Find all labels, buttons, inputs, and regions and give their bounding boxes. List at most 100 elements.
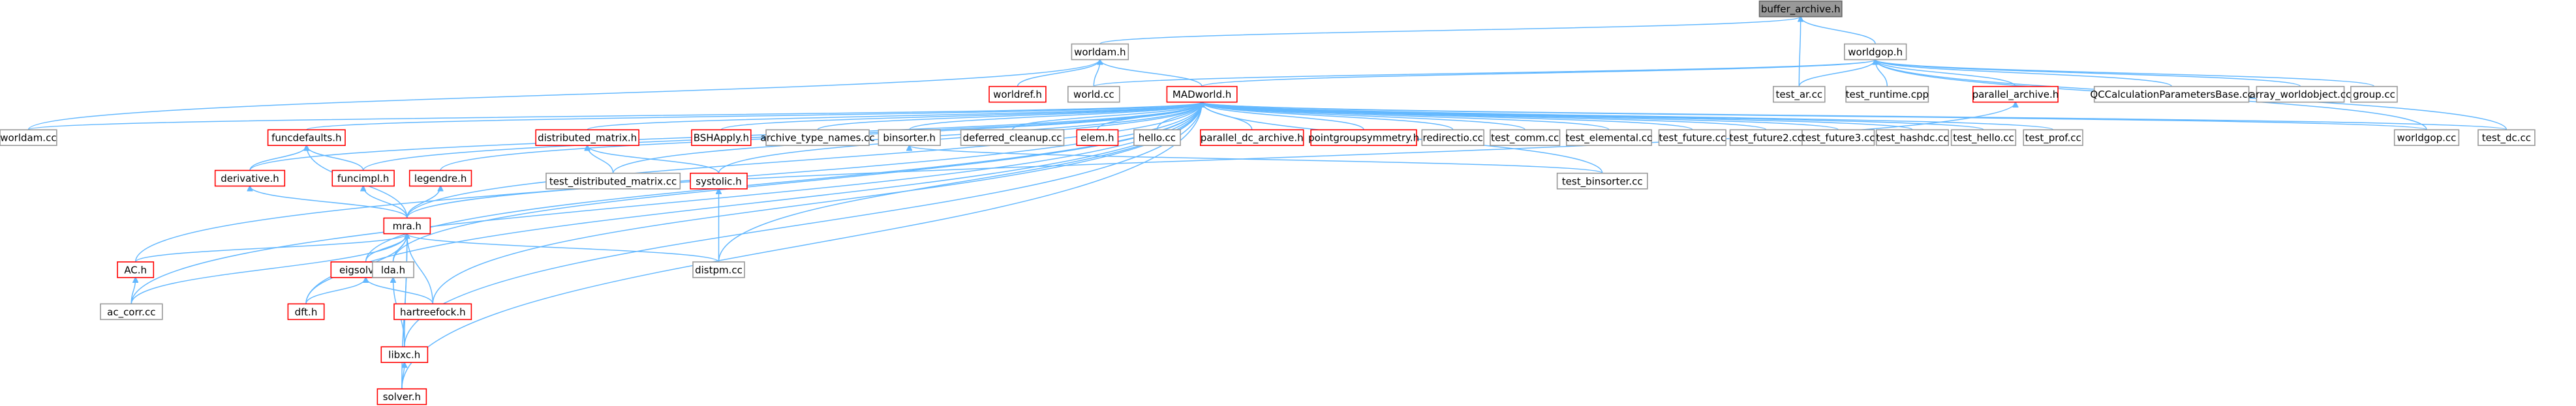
file-node-box — [1421, 129, 1484, 146]
file-node-label: mra.h — [393, 220, 422, 232]
file-node-binsorter[interactable]: binsorter.h — [878, 129, 941, 146]
file-node-systolic[interactable]: systolic.h — [690, 172, 748, 190]
file-node-label: array_worldobject.cc — [2250, 89, 2352, 101]
file-node-solver[interactable]: solver.h — [376, 388, 427, 405]
dependency-edge-libxc-solver — [401, 362, 405, 389]
file-node-bshapply[interactable]: BSHApply.h — [691, 129, 752, 146]
file-node-worldgop-cc[interactable]: worldgop.cc — [2393, 129, 2460, 146]
file-node-box — [1071, 43, 1129, 61]
file-node-group-cc[interactable]: group.cc — [2350, 85, 2398, 103]
file-node-test-distributed-matrix[interactable]: test_distributed_matrix.cc — [545, 172, 681, 190]
file-node-dft[interactable]: dft.h — [287, 303, 325, 321]
file-node-ac-h[interactable]: AC.h — [117, 261, 155, 278]
file-node-buffer-archive[interactable]: buffer_archive.h — [1758, 0, 1843, 18]
file-node-box — [1166, 85, 1238, 103]
file-node-parallel-dc-archive[interactable]: parallel_dc_archive.h — [1200, 129, 1304, 146]
dependency-edge-madworld-worldam-cc — [27, 102, 1202, 130]
dependency-edge-madworld-deferred-cleanup — [1011, 102, 1203, 130]
file-node-box — [1729, 129, 1803, 146]
dependency-edge-worldgop-qccalc — [1875, 60, 2172, 87]
dependency-edge-eigsolver-hartreefock — [366, 278, 434, 304]
file-node-funcdefaults[interactable]: funcdefaults.h — [267, 129, 346, 146]
file-node-redirectio[interactable]: redirectio.cc — [1421, 129, 1484, 146]
file-node-test-future2[interactable]: test_future2.cc — [1729, 129, 1803, 146]
dependency-edge-funcimpl-mra — [363, 186, 408, 218]
file-node-archive-type-names[interactable]: archive_type_names.cc — [761, 129, 875, 146]
file-node-worldgop[interactable]: worldgop.h — [1844, 43, 1907, 61]
file-node-label: QCCalculationParametersBase.cc — [2090, 89, 2253, 100]
dependency-edge-worldam-worldam-cc — [27, 60, 1099, 130]
file-node-box — [1566, 129, 1652, 146]
file-node-box — [690, 172, 748, 190]
file-node-test-prof[interactable]: test_prof.cc — [2023, 129, 2083, 146]
file-node-box — [1950, 129, 2017, 146]
file-node-deferred-cleanup[interactable]: deferred_cleanup.cc — [960, 129, 1065, 146]
file-node-ac-corr[interactable]: ac_corr.cc — [100, 303, 163, 321]
file-node-derivative[interactable]: derivative.h — [214, 169, 286, 187]
dependency-edge-worldgop-group-cc — [1875, 60, 2375, 87]
file-node-label: test_distributed_matrix.cc — [549, 175, 677, 188]
file-node-test-ar[interactable]: test_ar.cc — [1773, 85, 1826, 103]
file-node-box — [545, 172, 681, 190]
dependency-edge-madworld-pointgroupsymmetry — [1202, 102, 1364, 130]
dependency-edge-buffer-archive-worldgop — [1801, 17, 1876, 44]
file-node-box — [214, 169, 286, 187]
file-node-label: ac_corr.cc — [107, 306, 155, 319]
dependency-edge-worldam-madworld — [1100, 60, 1203, 87]
file-node-box — [267, 129, 346, 146]
file-node-box — [2093, 85, 2250, 103]
file-node-world-cc[interactable]: world.cc — [1067, 85, 1120, 103]
file-node-test-future3[interactable]: test_future3.cc — [1802, 129, 1875, 146]
dependency-edge-funcdefaults-funcimpl — [307, 145, 364, 171]
file-node-libxc[interactable]: libxc.h — [380, 346, 429, 364]
file-node-box — [117, 261, 155, 278]
file-node-madworld[interactable]: MADworld.h — [1166, 85, 1238, 103]
file-node-worldam[interactable]: worldam.h — [1071, 43, 1129, 61]
file-node-hello[interactable]: hello.cc — [1133, 129, 1181, 146]
file-node-box — [1802, 129, 1875, 146]
file-node-box — [1844, 43, 1907, 61]
file-node-test-hashdc[interactable]: test_hashdc.cc — [1875, 129, 1949, 146]
file-node-label: MADworld.h — [1173, 89, 1231, 100]
file-node-elem[interactable]: elem.h — [1076, 129, 1119, 146]
file-node-test-future[interactable]: test_future.cc — [1658, 129, 1726, 146]
file-node-array-worldobject[interactable]: array_worldobject.cc — [2250, 85, 2352, 103]
file-node-test-runtime[interactable]: test_runtime.cpp — [1845, 85, 1929, 103]
file-node-box — [2350, 85, 2398, 103]
file-node-distpm[interactable]: distpm.cc — [692, 261, 745, 278]
file-node-label: test_prof.cc — [2025, 132, 2081, 145]
file-node-worldref[interactable]: worldref.h — [989, 85, 1047, 103]
file-node-label: pointgroupsymmetry.h — [1308, 132, 1419, 144]
file-node-test-elemental[interactable]: test_elemental.cc — [1566, 129, 1653, 146]
file-node-pointgroupsymmetry[interactable]: pointgroupsymmetry.h — [1308, 129, 1419, 146]
file-node-label: test_ar.cc — [1776, 89, 1823, 101]
file-node-test-hello[interactable]: test_hello.cc — [1950, 129, 2017, 146]
file-node-funcimpl[interactable]: funcimpl.h — [331, 169, 395, 187]
file-node-label: BSHApply.h — [694, 132, 749, 144]
file-node-legendre[interactable]: legendre.h — [408, 169, 472, 187]
file-node-test-comm[interactable]: test_comm.cc — [1490, 129, 1561, 146]
file-node-box — [692, 261, 745, 278]
file-node-mra[interactable]: mra.h — [383, 217, 431, 235]
file-node-box — [331, 169, 395, 187]
dependency-edge-worldgop-test-ar — [1798, 60, 1875, 87]
file-node-box — [1200, 129, 1304, 146]
file-node-box — [0, 129, 57, 146]
dependency-edge-madworld-bshapply — [720, 102, 1202, 130]
file-node-label: buffer_archive.h — [1761, 3, 1841, 16]
file-node-lda[interactable]: lda.h — [372, 261, 414, 278]
file-node-label: test_future3.cc — [1802, 132, 1875, 145]
file-node-label: deferred_cleanup.cc — [963, 132, 1062, 145]
dependency-edges — [27, 17, 2507, 389]
dependency-edge-legendre-mra — [406, 186, 440, 218]
file-node-test-dc[interactable]: test_dc.cc — [2477, 129, 2536, 146]
file-node-hartreefock[interactable]: hartreefock.h — [393, 303, 472, 321]
file-node-qccalc[interactable]: QCCalculationParametersBase.cc — [2090, 85, 2253, 103]
file-node-label: distributed_matrix.h — [538, 132, 637, 145]
file-node-worldam-cc[interactable]: worldam.cc — [0, 129, 57, 146]
file-node-parallel-archive[interactable]: parallel_archive.h — [1972, 85, 2059, 103]
dependency-edge-madworld-archive-type-names — [817, 102, 1202, 130]
dependency-edge-worldgop-world-cc — [1093, 60, 1875, 87]
file-node-test-binsorter[interactable]: test_binsorter.cc — [1556, 172, 1648, 190]
file-node-distributed-matrix[interactable]: distributed_matrix.h — [535, 129, 639, 146]
